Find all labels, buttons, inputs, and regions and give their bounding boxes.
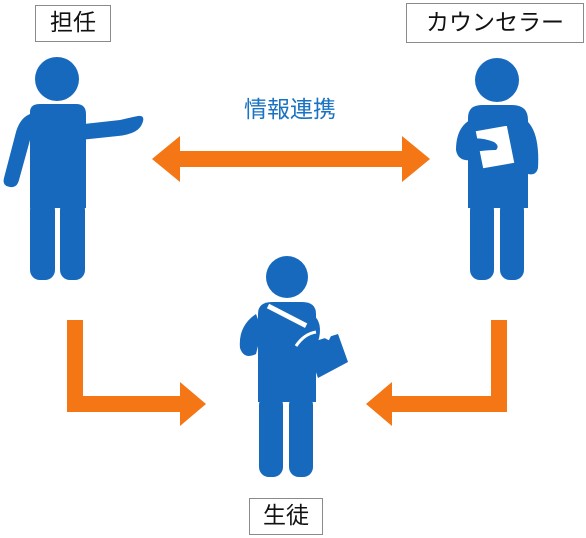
label-teacher: 担任 <box>35 5 111 42</box>
label-student-text: 生徒 <box>263 503 309 529</box>
teacher-to-student-arrow <box>67 320 206 426</box>
person-with-bag-icon <box>239 256 348 477</box>
label-teacher-text: 担任 <box>50 10 96 36</box>
person-holding-document-icon <box>456 58 539 280</box>
person-pointing-icon <box>3 57 144 280</box>
label-student: 生徒 <box>249 498 323 535</box>
info-sharing-caption: 情報連携 <box>244 97 336 123</box>
info-sharing-double-arrow <box>152 136 430 182</box>
label-counselor: カウンセラー <box>406 3 584 43</box>
counselor-to-student-arrow <box>366 320 507 426</box>
label-counselor-text: カウンセラー <box>426 9 564 36</box>
